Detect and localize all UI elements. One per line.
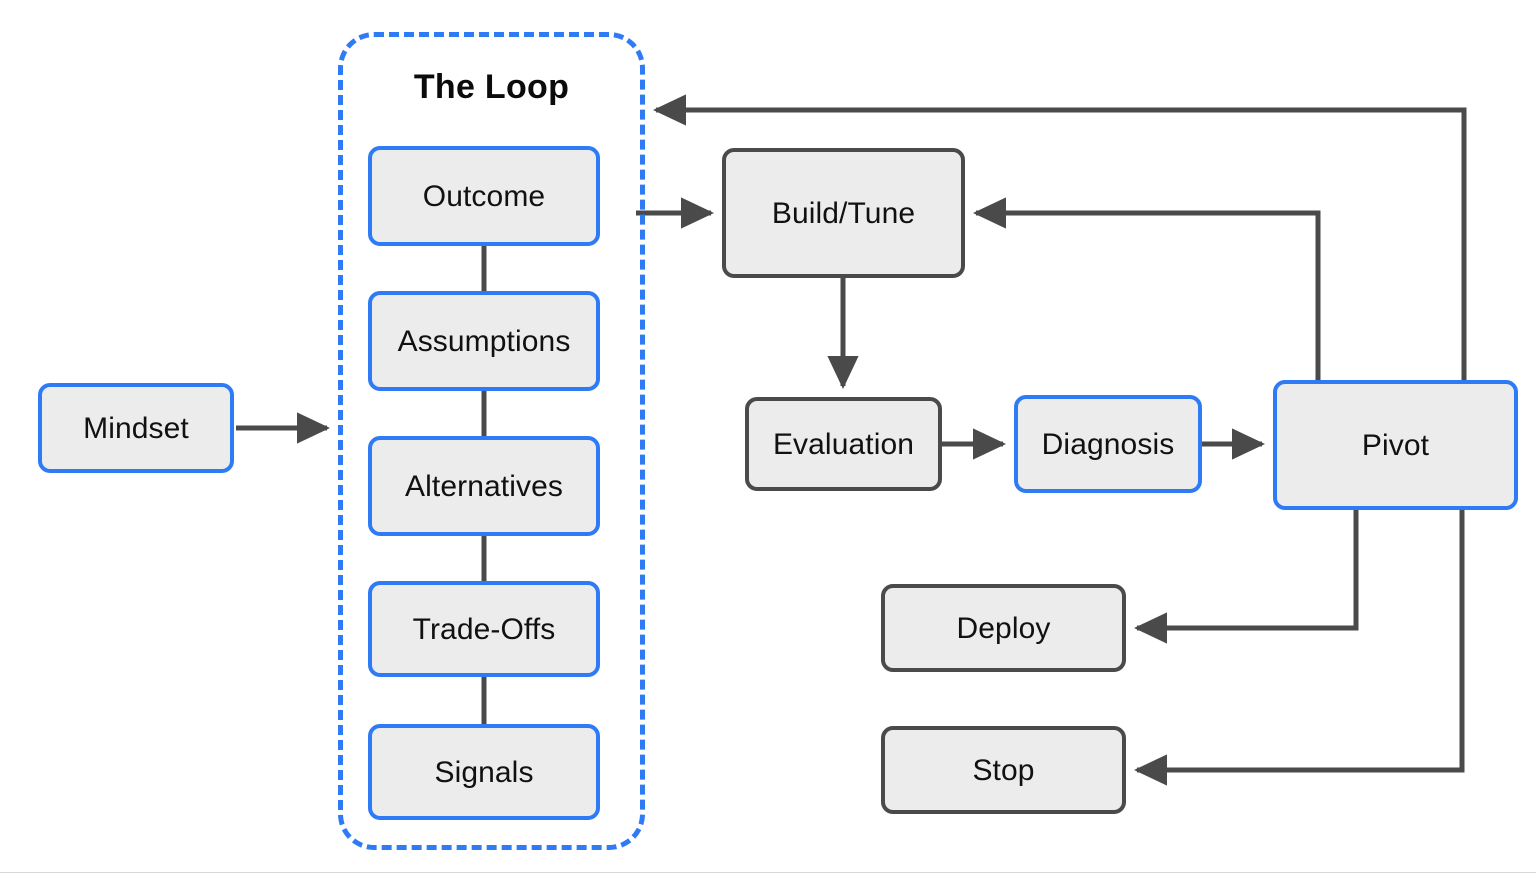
page-bottom-divider	[0, 872, 1536, 873]
node-label-stop: Stop	[972, 753, 1035, 787]
edge-pivot-to-buildtune	[973, 197, 1321, 380]
node-label-deploy: Deploy	[956, 611, 1051, 645]
node-label-alternatives: Alternatives	[405, 469, 563, 503]
node-signals[interactable]: Signals	[368, 724, 600, 820]
node-assumptions[interactable]: Assumptions	[368, 291, 600, 391]
edge-pivot-to-deploy	[1134, 510, 1359, 644]
node-diagnosis[interactable]: Diagnosis	[1014, 395, 1202, 493]
node-trade-offs[interactable]: Trade-Offs	[368, 581, 600, 677]
node-label-outcome: Outcome	[422, 179, 546, 213]
node-label-assumptions: Assumptions	[397, 324, 571, 358]
node-label-evaluation: Evaluation	[772, 427, 915, 461]
node-pivot[interactable]: Pivot	[1273, 380, 1518, 510]
edge-pivot-to-stop	[1134, 510, 1465, 786]
node-label-build-tune: Build/Tune	[771, 196, 916, 230]
node-evaluation[interactable]: Evaluation	[745, 397, 942, 491]
loop-cluster-title: The Loop	[413, 68, 570, 106]
node-alternatives[interactable]: Alternatives	[368, 436, 600, 536]
node-mindset[interactable]: Mindset	[38, 383, 234, 473]
node-label-diagnosis: Diagnosis	[1041, 427, 1175, 461]
node-label-trade-offs: Trade-Offs	[412, 612, 556, 646]
node-label-pivot: Pivot	[1361, 428, 1430, 462]
loop-cluster	[338, 32, 645, 850]
node-deploy[interactable]: Deploy	[881, 584, 1126, 672]
node-label-signals: Signals	[434, 755, 534, 789]
node-outcome[interactable]: Outcome	[368, 146, 600, 246]
node-stop[interactable]: Stop	[881, 726, 1126, 814]
node-label-mindset: Mindset	[83, 411, 189, 445]
node-build-tune[interactable]: Build/Tune	[722, 148, 965, 278]
